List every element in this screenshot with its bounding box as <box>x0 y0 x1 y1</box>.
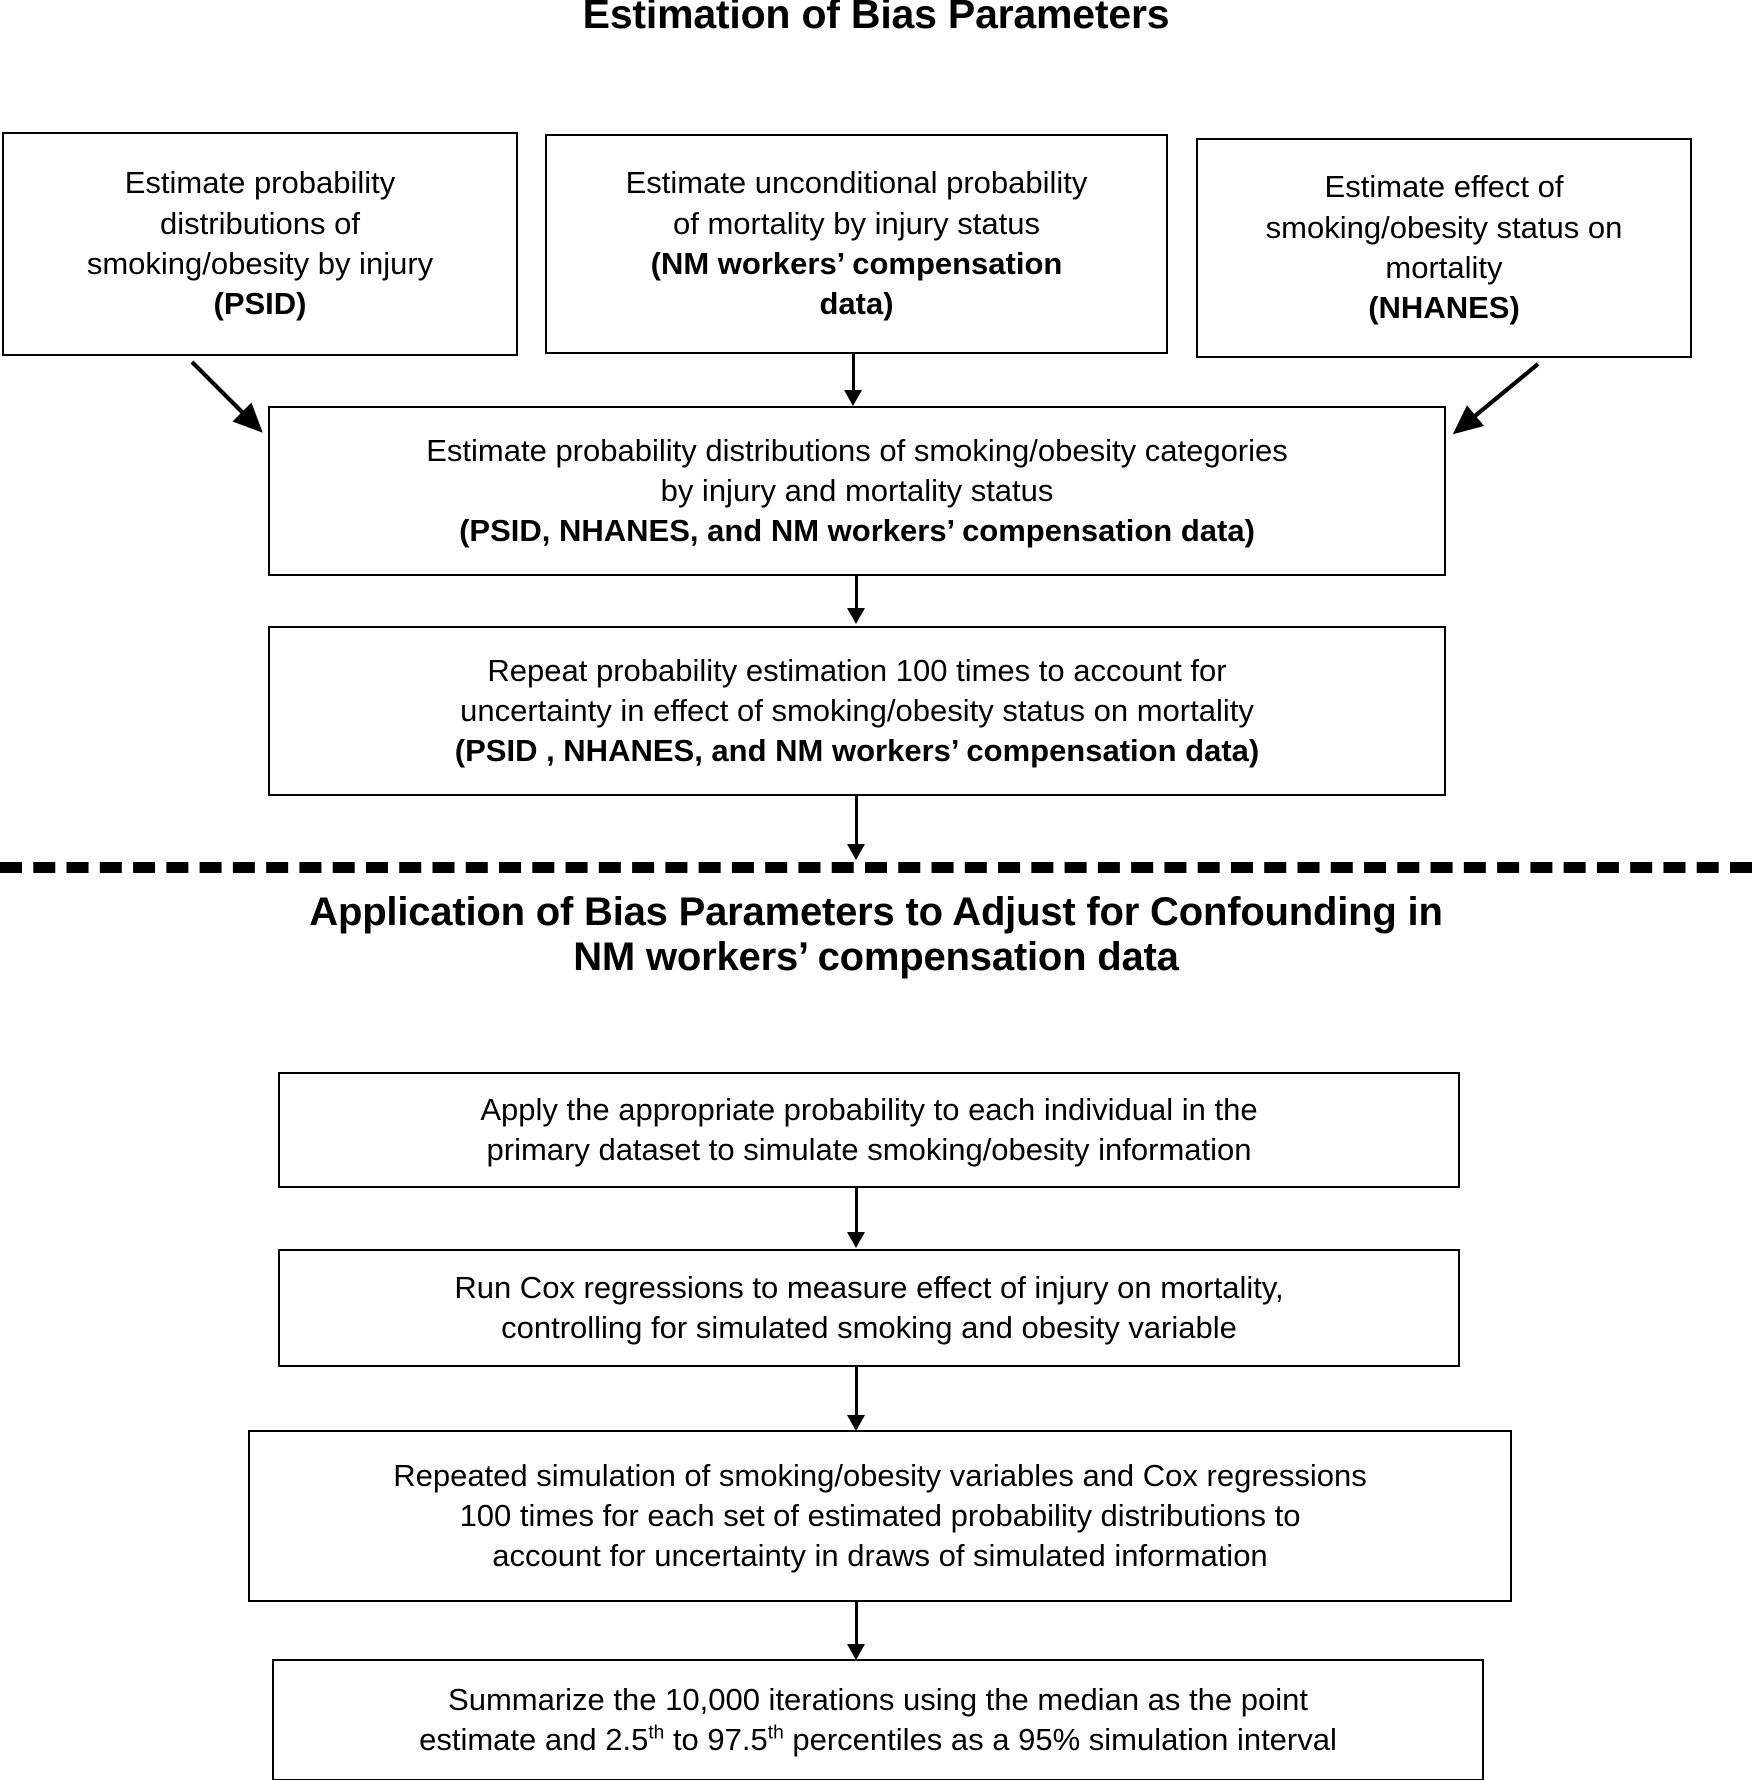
connector-repeat-to-section-divider <box>855 796 858 844</box>
box-psid-source: (PSID) <box>213 286 307 322</box>
box-apply-line1: Apply the appropriate probability to eac… <box>480 1091 1258 1127</box>
box-cox-line2: controlling for simulated smoking and ob… <box>501 1310 1237 1345</box>
box-apply-probability-to-individual: Apply the appropriate probability to eac… <box>278 1072 1460 1188</box>
box-run-cox-regressions: Run Cox regressions to measure effect of… <box>278 1249 1460 1367</box>
arrowhead-estimate-distributions-to-repeat <box>847 608 865 624</box>
connector-repeated-simulation-to-summarize <box>855 1602 858 1644</box>
arrowhead-repeated-simulation-to-summarize <box>847 1644 865 1660</box>
arrow-nhanes-to-estimate-distributions <box>1452 362 1540 435</box>
section-title-application-line1: Application of Bias Parameters to Adjust… <box>309 890 1443 934</box>
box-psid-line1: Estimate probability <box>124 165 396 201</box>
box-nmwc-source-line2: data) <box>819 286 894 322</box>
box-estimate-probability-distributions-categories: Estimate probability distributions of sm… <box>268 406 1446 576</box>
box-summarize-line2-part2: to 97.5 <box>664 1722 768 1757</box>
box-repeated-sim-line2: 100 times for each set of estimated prob… <box>459 1497 1301 1533</box>
box-repeat-probability-estimation: Repeat probability estimation 100 times … <box>268 626 1446 796</box>
box-nmwc-line1: Estimate unconditional probability <box>625 165 1088 201</box>
box-repeated-sim-line3: account for uncertainty in draws of simu… <box>492 1538 1268 1574</box>
arrowhead-cox-to-repeated-simulation <box>847 1415 865 1431</box>
box-repeated-simulation: Repeated simulation of smoking/obesity v… <box>248 1430 1512 1602</box>
box-estimate-dist-line2: by injury and mortality status <box>660 472 1054 508</box>
section-divider-dashed <box>0 862 1752 873</box>
box-summarize-line1: Summarize the 10,000 iterations using th… <box>448 1681 1308 1717</box>
box-nmwc-source-line1: (NM workers’ compensation <box>650 246 1063 281</box>
box-estimate-dist-line1: Estimate probability distributions of sm… <box>426 432 1288 468</box>
box-repeat-line2: uncertainty in effect of smoking/obesity… <box>460 692 1254 728</box>
box-summarize-line2-part3: percentiles as a 95% simulation interval <box>783 1722 1337 1757</box>
box-repeat-line1: Repeat probability estimation 100 times … <box>487 652 1227 688</box>
box-summarize-line2-part1: estimate and 2.5 <box>419 1722 649 1757</box>
connector-estimate-distributions-to-repeat <box>855 576 858 608</box>
box-summarize-sup-2: th <box>767 1722 784 1744</box>
arrow-psid-to-estimate-distributions <box>190 360 263 433</box>
box-cox-line1: Run Cox regressions to measure effect of… <box>454 1269 1284 1305</box>
arrowhead-apply-to-cox <box>847 1232 865 1248</box>
box-estimate-unconditional-probability-mortality: Estimate unconditional probability of mo… <box>545 134 1168 354</box>
box-psid-line2: distributions of <box>160 205 360 241</box>
arrowhead-nmwc-to-estimate-distributions <box>844 390 862 406</box>
section-title-application-line2: NM workers’ compensation data <box>573 934 1179 979</box>
box-summarize-line2: estimate and 2.5th to 97.5th percentiles… <box>284 1720 1472 1760</box>
box-estimate-dist-source: (PSID, NHANES, and NM workers’ compensat… <box>459 513 1255 549</box>
arrowhead-repeat-to-section-divider <box>847 844 865 860</box>
box-nhanes-source: (NHANES) <box>1368 290 1520 326</box>
box-summarize-iterations: Summarize the 10,000 iterations using th… <box>272 1659 1484 1780</box>
connector-cox-to-repeated-simulation <box>855 1367 858 1415</box>
section-title-application: Application of Bias Parameters to Adjust… <box>120 890 1632 980</box>
box-nhanes-line2: smoking/obesity status on <box>1265 209 1623 245</box>
box-estimate-effect-smoking-obesity-nhanes: Estimate effect of smoking/obesity statu… <box>1196 138 1692 358</box>
box-nhanes-line1: Estimate effect of <box>1324 169 1564 205</box>
connector-nmwc-to-estimate-distributions <box>852 354 855 392</box>
box-nhanes-line3: mortality <box>1385 250 1503 285</box>
box-repeated-sim-line1: Repeated simulation of smoking/obesity v… <box>393 1457 1367 1493</box>
box-apply-line2: primary dataset to simulate smoking/obes… <box>486 1132 1252 1167</box>
box-summarize-sup-1: th <box>648 1722 665 1744</box>
box-estimate-probability-distributions-psid: Estimate probability distributions of sm… <box>2 132 518 356</box>
connector-apply-to-cox <box>855 1188 858 1232</box>
box-psid-line3: smoking/obesity by injury <box>86 246 434 281</box>
box-nmwc-line2: of mortality by injury status <box>673 205 1040 241</box>
box-repeat-source: (PSID , NHANES, and NM workers’ compensa… <box>454 733 1260 769</box>
section-title-estimation: Estimation of Bias Parameters <box>582 0 1170 37</box>
